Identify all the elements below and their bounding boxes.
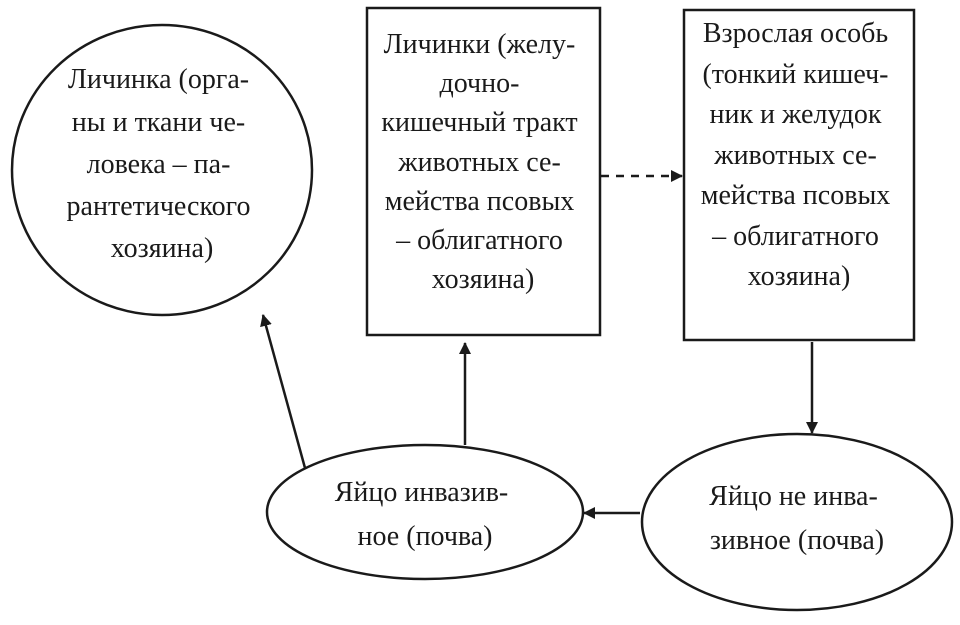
node-adult: Взрослая особь (тонкий кишеч- ник и желу…	[682, 8, 916, 342]
node-adult-line: (тонкий кишеч-	[702, 59, 888, 90]
node-egg-noninvasive-shape	[640, 432, 954, 612]
node-egg-noninvasive-line: Яйцо не инва-	[709, 481, 878, 512]
node-adult-line: животных се-	[713, 140, 877, 171]
node-adult-line: Взрослая особь	[703, 18, 888, 49]
node-larva-gut: Личинки (желу- дочно- кишечный тракт жив…	[365, 6, 602, 337]
node-egg-invasive: Яйцо инвазив- ное (почва)	[265, 443, 585, 581]
node-larva-gut-line: кишечный тракт	[381, 107, 577, 138]
node-egg-invasive-line: ное (почва)	[357, 521, 492, 552]
node-egg-noninvasive-line: зивное (почва)	[710, 525, 884, 556]
node-larva-human-line: хозяина)	[111, 233, 214, 264]
node-larva-gut-line: мейства псовых	[385, 186, 575, 217]
node-larva-human-shape	[10, 23, 314, 317]
node-larva-human-line: Личинка (орга-	[68, 64, 249, 95]
node-egg-noninvasive: Яйцо не инва- зивное (почва)	[640, 432, 954, 612]
node-larva-gut-line: дочно-	[440, 68, 520, 99]
node-egg-noninvasive-text: Яйцо не инва- зивное (почва)	[709, 481, 885, 556]
node-larva-human-line: рантетического	[67, 191, 251, 222]
node-larva-human-text: Личинка (орга- ны и ткани че- ловека – п…	[67, 64, 258, 264]
node-adult-line: мейства псовых	[701, 180, 891, 211]
node-egg-invasive-line: Яйцо инвазив-	[335, 477, 508, 508]
node-larva-gut-line: – облигатного	[395, 225, 563, 256]
edge-egg-invasive-to-larva-human	[260, 314, 307, 469]
node-larva-gut-line: животных се-	[397, 147, 561, 178]
node-larva-human: Личинка (орга- ны и ткани че- ловека – п…	[10, 23, 314, 317]
node-adult-line: ник и желудок	[709, 99, 881, 130]
node-larva-gut-shape	[365, 6, 602, 337]
node-larva-human-line: ловека – па-	[87, 149, 231, 180]
node-adult-shape	[682, 8, 916, 342]
node-egg-invasive-shape	[265, 443, 585, 581]
node-adult-line: – облигатного	[711, 221, 879, 252]
node-larva-gut-line: хозяина)	[432, 264, 535, 295]
node-larva-gut-text: Личинки (желу- дочно- кишечный тракт жив…	[381, 29, 584, 295]
node-larva-gut-line: Личинки (желу-	[384, 29, 576, 60]
node-adult-text: Взрослая особь (тонкий кишеч- ник и желу…	[701, 18, 898, 292]
node-adult-line: хозяина)	[748, 261, 851, 292]
node-larva-human-line: ны и ткани че-	[72, 107, 245, 138]
node-egg-invasive-text: Яйцо инвазив- ное (почва)	[335, 477, 515, 552]
